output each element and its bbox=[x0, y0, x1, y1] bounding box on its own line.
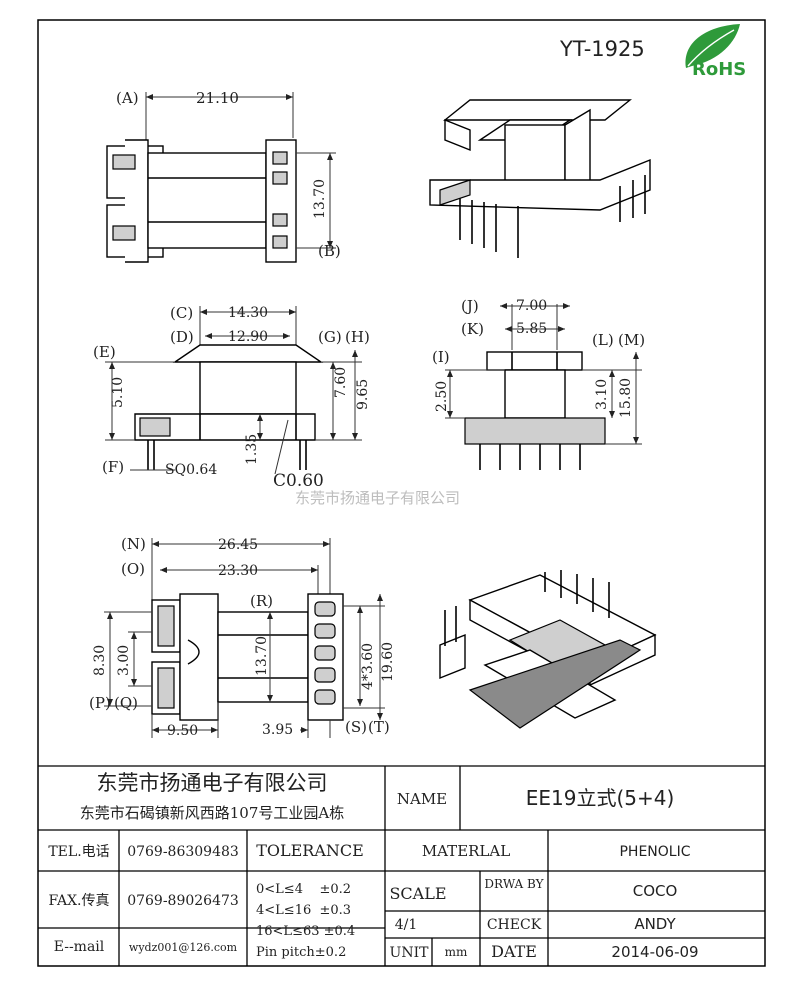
dim-bottom-s: 4*3.60 bbox=[360, 643, 376, 690]
rohs-label: RoHS bbox=[692, 59, 746, 80]
dim-bottom-p: 8.30 bbox=[92, 645, 108, 676]
letter-T: (T) bbox=[368, 718, 390, 736]
side-view: (C) 14.30 (D) 12.90 (G) (H) (E) 5.10 7.6… bbox=[93, 304, 371, 491]
company-name: 东莞市扬通电子有限公司 bbox=[97, 771, 328, 795]
tolerance-row-4: Pin pitch±0.2 bbox=[256, 945, 346, 960]
email-value: wydz001@126.com bbox=[129, 941, 238, 954]
name-value: EE19立式(5+4) bbox=[526, 786, 675, 810]
dim-side-d: 12.90 bbox=[228, 329, 268, 345]
letter-D: (D) bbox=[170, 328, 194, 346]
dim-side-e: 5.10 bbox=[110, 377, 126, 408]
scale-value: 4/1 bbox=[395, 917, 418, 933]
email-label: E--mail bbox=[54, 939, 105, 955]
tolerance-label: TOLERANCE bbox=[256, 841, 364, 860]
letter-I: (I) bbox=[432, 348, 450, 366]
title-block: 东莞市扬通电子有限公司 东莞市石碣镇新风西路107号工业园A栋 NAME EE1… bbox=[38, 765, 765, 966]
letter-G: (G) bbox=[318, 328, 342, 346]
unit-value: mm bbox=[445, 945, 468, 959]
letter-A: (A) bbox=[116, 89, 139, 107]
scale-label: SCALE bbox=[389, 884, 446, 903]
dim-end-m: 15.80 bbox=[618, 378, 634, 418]
letter-F: (F) bbox=[102, 458, 124, 476]
dim-side-chamfer: C0.60 bbox=[273, 471, 324, 491]
tolerance-row-3: 16<L≤63 ±0.4 bbox=[256, 924, 355, 939]
top-view: (A) 21.10 13.70 (B) bbox=[106, 89, 341, 263]
name-label: NAME bbox=[397, 790, 447, 808]
tolerance-row-1: 0<L≤4 ±0.2 bbox=[256, 882, 351, 897]
letter-N: (N) bbox=[121, 535, 146, 553]
date-label: DATE bbox=[491, 942, 537, 961]
letter-L: (L) bbox=[592, 331, 614, 349]
letter-P: (P) bbox=[89, 694, 111, 712]
dim-top-height: 13.70 bbox=[312, 179, 328, 219]
dim-end-i: 2.50 bbox=[434, 381, 450, 412]
dim-bottom-st: 3.95 bbox=[262, 722, 293, 738]
letter-S: (S) bbox=[345, 718, 367, 736]
letter-C: (C) bbox=[170, 304, 193, 322]
dim-bottom-t: 19.60 bbox=[380, 642, 396, 682]
dim-side-g: 7.60 bbox=[333, 367, 349, 398]
tel-label: TEL.电话 bbox=[48, 844, 109, 860]
letter-E: (E) bbox=[93, 343, 116, 361]
iso-view-bottom bbox=[439, 570, 657, 729]
dim-side-h: 9.65 bbox=[355, 379, 371, 410]
letter-M: (M) bbox=[618, 331, 645, 349]
date-value: 2014-06-09 bbox=[611, 943, 698, 961]
letter-J: (J) bbox=[461, 297, 479, 315]
letter-O: (O) bbox=[121, 560, 145, 578]
dim-side-sq: SQ0.64 bbox=[165, 462, 217, 478]
drawn-by-value: COCO bbox=[633, 882, 678, 900]
iso-view-top bbox=[429, 99, 651, 258]
dim-side-pin-height: 1.35 bbox=[244, 434, 260, 465]
material-value: PHENOLIC bbox=[619, 844, 690, 860]
unit-label: UNIT bbox=[390, 945, 430, 961]
dim-bottom-pq: 9.50 bbox=[167, 723, 198, 739]
dim-bottom-q: 3.00 bbox=[116, 645, 132, 676]
tolerance-row-2: 4<L≤16 ±0.3 bbox=[256, 903, 351, 918]
material-label: MATERLAL bbox=[422, 842, 510, 860]
drawn-by-label: DRWA BY bbox=[484, 877, 544, 891]
letter-H: (H) bbox=[345, 328, 370, 346]
letter-K: (K) bbox=[461, 320, 484, 338]
check-label: CHECK bbox=[487, 917, 542, 933]
end-view: (J) (K) 7.00 5.85 (L) (M) (I) 2.50 bbox=[432, 297, 645, 470]
dim-end-k: 5.85 bbox=[516, 321, 547, 337]
dim-bottom-n: 26.45 bbox=[218, 537, 258, 553]
tel-value: 0769-86309483 bbox=[127, 844, 239, 860]
dim-bottom-o: 23.30 bbox=[218, 563, 258, 579]
dim-side-c: 14.30 bbox=[228, 305, 268, 321]
letter-R: (R) bbox=[250, 592, 273, 610]
dim-top-width: 21.10 bbox=[196, 89, 239, 107]
fax-label: FAX.传真 bbox=[48, 893, 109, 909]
sheet-border bbox=[37, 19, 766, 967]
part-number: YT-1925 bbox=[559, 37, 645, 61]
bottom-view: (N) (O) 26.45 23.30 (R) 13.70 bbox=[89, 535, 396, 739]
dim-end-j: 7.00 bbox=[516, 298, 547, 314]
dim-end-l: 3.10 bbox=[594, 379, 610, 410]
check-value: ANDY bbox=[634, 915, 676, 933]
dim-bottom-r: 13.70 bbox=[254, 636, 270, 676]
fax-value: 0769-89026473 bbox=[127, 893, 239, 909]
letter-Q: (Q) bbox=[114, 694, 138, 712]
rohs-logo: RoHS bbox=[685, 24, 746, 80]
letter-B: (B) bbox=[318, 242, 341, 260]
watermark: 东莞市扬通电子有限公司 bbox=[295, 489, 460, 507]
company-address: 东莞市石碣镇新风西路107号工业园A栋 bbox=[80, 804, 344, 822]
